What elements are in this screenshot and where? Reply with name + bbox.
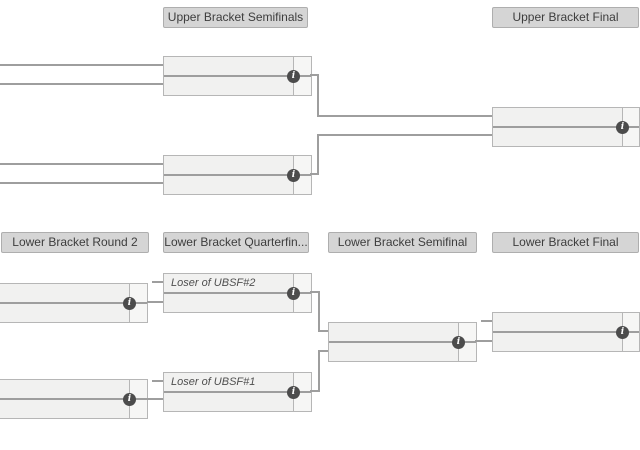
match-divider xyxy=(164,174,311,176)
header-lower-bracket-final: Lower Bracket Final xyxy=(492,232,639,253)
match-upper-semifinal-2: i xyxy=(163,155,312,195)
info-icon[interactable]: i xyxy=(616,326,629,339)
header-upper-bracket-semifinals: Upper Bracket Semifinals xyxy=(163,7,308,28)
match-upper-semifinal-1: i xyxy=(163,56,312,96)
match-lower-quarterfinal-top: Loser of UBSF#2 i xyxy=(163,273,312,313)
connector-line xyxy=(310,390,320,392)
match-divider xyxy=(164,75,311,77)
info-icon[interactable]: i xyxy=(452,336,465,349)
loser-stub-line xyxy=(152,281,163,283)
info-icon[interactable]: i xyxy=(287,70,300,83)
header-lower-bracket-round2: Lower Bracket Round 2 xyxy=(1,232,149,253)
connector-line xyxy=(0,83,163,85)
info-icon[interactable]: i xyxy=(287,287,300,300)
connector-line xyxy=(147,301,163,303)
connector-line xyxy=(0,182,163,184)
info-icon[interactable]: i xyxy=(123,297,136,310)
match-divider xyxy=(0,302,147,304)
connector-line xyxy=(310,74,319,76)
match-upper-final: i xyxy=(492,107,640,147)
info-icon[interactable]: i xyxy=(287,169,300,182)
match-lower-round2-2: i xyxy=(0,379,148,419)
connector-line xyxy=(318,350,328,352)
header-upper-bracket-final: Upper Bracket Final xyxy=(492,7,639,28)
connector-line xyxy=(0,64,163,66)
connector-line xyxy=(318,330,328,332)
match-divider xyxy=(164,391,311,393)
match-divider xyxy=(493,331,639,333)
match-divider xyxy=(164,292,311,294)
connector-line xyxy=(317,134,319,175)
connector-line xyxy=(0,163,163,165)
team-slot-top: Loser of UBSF#1 xyxy=(171,376,256,388)
match-divider xyxy=(329,341,476,343)
match-lower-quarterfinal-bottom: Loser of UBSF#1 i xyxy=(163,372,312,412)
connector-line xyxy=(147,398,163,400)
header-lower-bracket-quarterfinals: Lower Bracket Quarterfin... xyxy=(163,232,309,253)
connector-line xyxy=(310,291,320,293)
header-lower-bracket-semifinal: Lower Bracket Semifinal xyxy=(328,232,477,253)
connector-line xyxy=(317,115,492,117)
match-lower-round2-1: i xyxy=(0,283,148,323)
connector-line xyxy=(317,74,319,117)
loser-stub-line xyxy=(152,380,163,382)
match-lower-semifinal: i xyxy=(328,322,477,362)
info-icon[interactable]: i xyxy=(616,121,629,134)
connector-line xyxy=(475,340,492,342)
info-icon[interactable]: i xyxy=(123,393,136,406)
connector-line xyxy=(318,350,320,392)
match-divider xyxy=(493,126,639,128)
connector-line xyxy=(310,173,319,175)
team-slot-top: Loser of UBSF#2 xyxy=(171,277,256,289)
match-divider xyxy=(0,398,147,400)
connector-line xyxy=(317,134,492,136)
connector-line xyxy=(318,291,320,332)
info-icon[interactable]: i xyxy=(287,386,300,399)
match-lower-final: i xyxy=(492,312,640,352)
loser-stub-line xyxy=(481,320,492,322)
